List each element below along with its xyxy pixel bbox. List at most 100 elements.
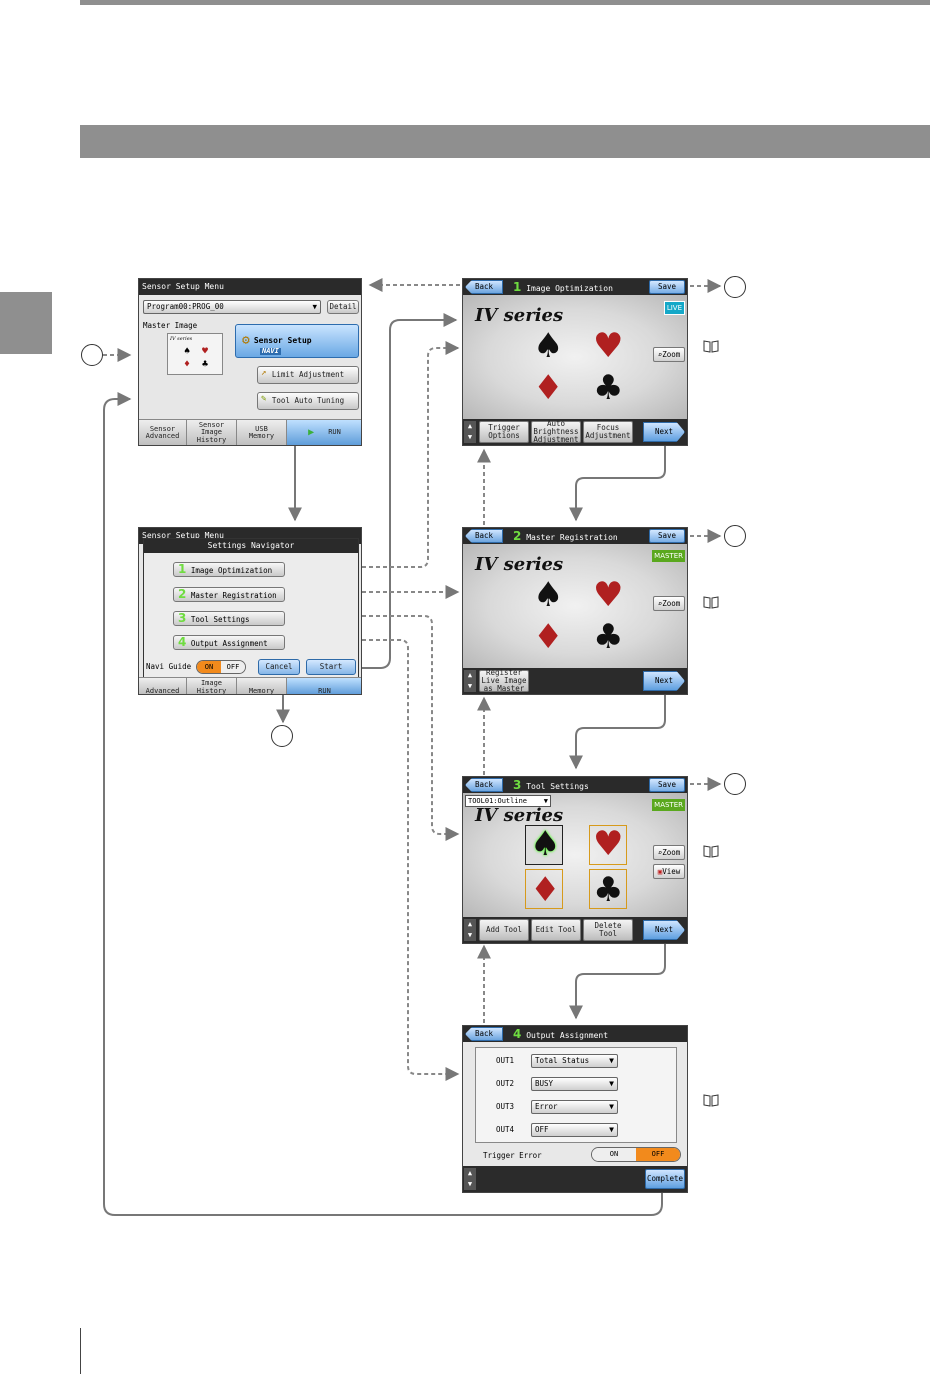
save-button[interactable]: Save xyxy=(649,778,685,792)
auto-tuning-icon: ✎ xyxy=(261,394,267,404)
spade-icon: ♠ xyxy=(533,326,564,366)
tab-memory[interactable]: Memory xyxy=(237,678,287,694)
tab-usb-memory[interactable]: USB Memory xyxy=(237,420,287,445)
tool-box[interactable] xyxy=(589,869,627,909)
back-button[interactable]: Back xyxy=(465,778,503,792)
start-button[interactable]: Start xyxy=(306,659,356,675)
step-tool-settings[interactable]: 3 Tool Settings xyxy=(173,611,285,626)
tool-box[interactable] xyxy=(525,869,563,909)
screen3-titlebar: 3 Tool Settings xyxy=(463,777,687,793)
image-optimization-screen: 1 Image Optimization Back Save IV series… xyxy=(462,278,688,446)
back-button[interactable]: Back xyxy=(465,280,503,294)
scroll-arrows-icon[interactable]: ▲▼ xyxy=(464,919,476,941)
save-button[interactable]: Save xyxy=(649,529,685,543)
tab-run[interactable]: ▶ RUN xyxy=(287,420,361,445)
step-label: Image Optimization xyxy=(190,566,273,575)
focus-adjustment-button[interactable]: Focus Adjustment xyxy=(583,421,633,443)
trigger-options-button[interactable]: Trigger Options xyxy=(479,421,529,443)
edit-tool-button[interactable]: Edit Tool xyxy=(531,919,581,941)
auto-brightness-button[interactable]: Auto Brightness Adjustment xyxy=(531,420,581,443)
add-tool-button[interactable]: Add Tool xyxy=(479,919,529,941)
cancel-button[interactable]: Cancel xyxy=(258,659,300,675)
output-select[interactable]: BUSY▼ xyxy=(531,1077,618,1091)
navigator-tab-bar: Advanced Image History Memory RUN xyxy=(139,677,361,694)
manual-reference-icon xyxy=(703,1094,719,1107)
view-button[interactable]: ▣View xyxy=(653,864,685,879)
club-icon: ♣ xyxy=(593,870,624,910)
section-header-bar xyxy=(80,125,930,158)
step-number: 4 xyxy=(178,635,187,649)
detail-button[interactable]: Detail xyxy=(327,300,359,314)
tab-image-history[interactable]: Image History xyxy=(187,678,237,694)
menu-tab-bar: Sensor Advanced Sensor Image History USB… xyxy=(139,419,361,445)
thumbnail-iv-label: IV series xyxy=(170,336,193,342)
step-output-assignment[interactable]: 4 Output Assignment xyxy=(173,635,285,650)
program-select[interactable]: Program00:PROG_00 ▼ xyxy=(143,300,321,314)
next-button[interactable]: Next xyxy=(643,671,685,691)
output-value: Error xyxy=(535,1102,558,1111)
manual-reference-icon xyxy=(703,596,719,609)
trigger-error-toggle[interactable]: ON OFF xyxy=(591,1147,681,1162)
delete-tool-button[interactable]: Delete Tool xyxy=(583,919,633,941)
screen1-titlebar: 1 Image Optimization xyxy=(463,279,687,295)
step-image-optimization[interactable]: 1 Image Optimization xyxy=(173,562,285,577)
top-rule xyxy=(80,0,930,5)
output-select[interactable]: Total Status▼ xyxy=(531,1054,618,1068)
step-master-registration[interactable]: 2 Master Registration xyxy=(173,587,285,602)
save-button[interactable]: Save xyxy=(649,280,685,294)
view-label: View xyxy=(662,867,681,876)
tab-sensor-image-history[interactable]: Sensor Image History xyxy=(187,420,237,445)
output-assignment-screen: 4 Output Assignment Back OUT1 Total Stat… xyxy=(462,1025,688,1193)
heart-icon: ♥ xyxy=(593,326,624,366)
step-number: 4 xyxy=(513,1027,522,1041)
back-button[interactable]: Back xyxy=(465,529,503,543)
output-select[interactable]: Error▼ xyxy=(531,1100,618,1114)
spade-icon: ♠ xyxy=(184,346,191,357)
complete-button[interactable]: Complete xyxy=(645,1169,685,1189)
navi-guide-on[interactable]: ON xyxy=(197,661,221,673)
tool-box-selected[interactable] xyxy=(525,825,563,865)
master-image-label: Master Image xyxy=(143,321,198,330)
chapter-tab xyxy=(0,292,52,354)
trigger-error-on[interactable]: ON xyxy=(592,1148,636,1161)
zoom-button[interactable]: ⌕Zoom xyxy=(653,347,685,362)
master-badge: MASTER xyxy=(652,799,685,811)
back-button[interactable]: Back xyxy=(465,1027,503,1041)
reference-circle xyxy=(724,276,746,298)
step-label: Tool Settings xyxy=(190,615,250,624)
zoom-button[interactable]: ⌕Zoom xyxy=(653,845,685,860)
scroll-arrows-icon[interactable]: ▲▼ xyxy=(464,421,476,443)
tool-box[interactable] xyxy=(589,825,627,865)
navigator-dialog: Settings Navigator 1 Image Optimization … xyxy=(143,538,359,678)
limit-adjustment-button[interactable]: ↗ Limit Adjustment xyxy=(257,366,359,384)
arrow-screen2-to-screen3 xyxy=(569,690,666,770)
arrow-screen3-to-screen4 xyxy=(569,940,666,1020)
tab-advanced[interactable]: Advanced xyxy=(139,678,187,694)
output-select[interactable]: OFF▼ xyxy=(531,1123,618,1137)
scroll-arrows-icon[interactable]: ▲▼ xyxy=(464,670,476,692)
zoom-button[interactable]: ⌕Zoom xyxy=(653,596,685,611)
navi-guide-toggle[interactable]: ON OFF xyxy=(196,660,246,674)
navi-guide-off[interactable]: OFF xyxy=(221,661,245,673)
tab-sensor-advanced[interactable]: Sensor Advanced xyxy=(139,420,187,445)
trigger-error-off[interactable]: OFF xyxy=(636,1148,680,1161)
output-value: OFF xyxy=(535,1125,549,1134)
tool-select-value: TOOL01:Outline xyxy=(468,797,528,805)
sensor-setup-button[interactable]: ⚙ Sensor Setup NAVI xyxy=(235,324,359,358)
screen2-title: Master Registration xyxy=(526,533,618,542)
manual-reference-icon xyxy=(703,845,719,858)
zoom-label: Zoom xyxy=(662,350,681,359)
register-live-image-button[interactable]: Register Live Image as Master xyxy=(479,669,529,692)
master-image-thumbnail: IV series ♠ ♥ ♦ ♣ xyxy=(167,333,223,375)
tool-auto-tuning-button[interactable]: ✎ Tool Auto Tuning xyxy=(257,392,359,410)
next-button[interactable]: Next xyxy=(643,422,685,442)
step-number: 1 xyxy=(513,280,522,294)
diamond-icon: ♦ xyxy=(530,870,561,910)
next-button[interactable]: Next xyxy=(643,920,685,940)
limit-adjust-icon: ↗ xyxy=(261,368,267,378)
tool-select[interactable]: TOOL01:Outline ▼ xyxy=(465,795,551,807)
scroll-arrows-icon[interactable]: ▲▼ xyxy=(464,1168,476,1190)
tab-run[interactable]: RUN xyxy=(287,678,361,694)
chevron-down-icon: ▼ xyxy=(543,797,548,805)
